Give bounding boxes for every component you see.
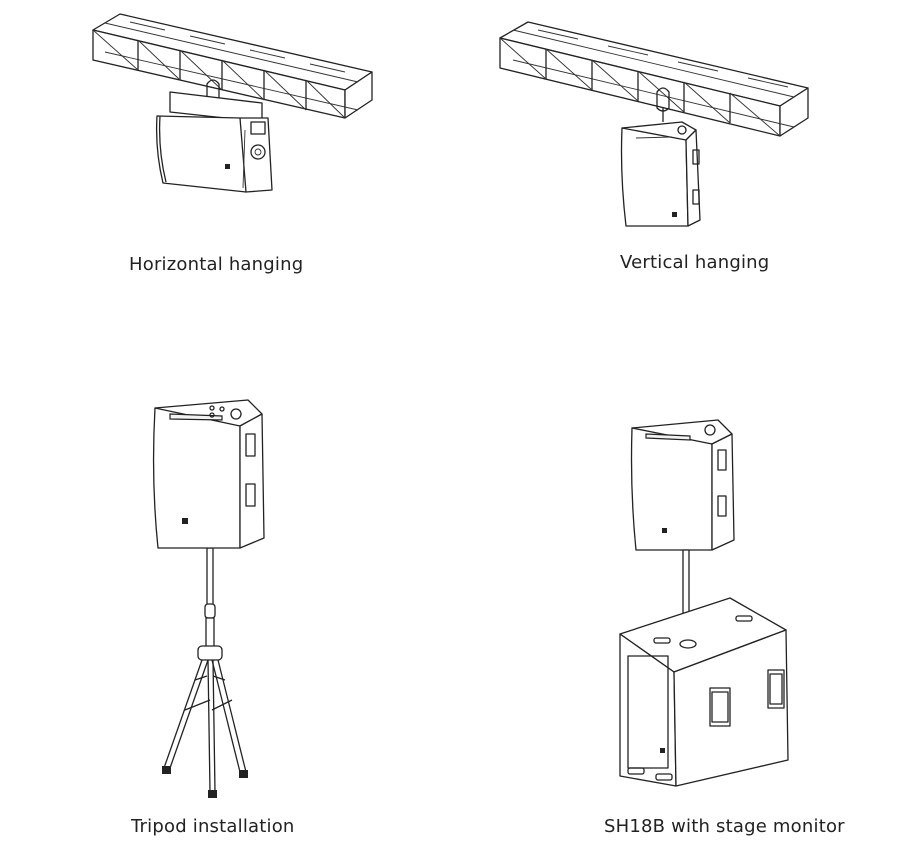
caption-vertical-hanging: Vertical hanging xyxy=(620,252,770,273)
speaker-on-pole xyxy=(630,419,735,551)
sh18b-subwoofer xyxy=(619,597,789,787)
horizontal-speaker xyxy=(155,115,273,193)
truss xyxy=(92,13,373,119)
truss-clamp xyxy=(656,87,670,122)
truss xyxy=(499,21,809,137)
caption-sub-with-stage-monitor: SH18B with stage monitor xyxy=(604,816,845,837)
vertical-speaker xyxy=(620,121,701,227)
speaker-on-tripod xyxy=(152,399,265,549)
tripod-installation-panel: Tripod installation xyxy=(0,380,450,861)
vertical-hanging-illustration xyxy=(499,21,809,227)
caption-tripod-installation: Tripod installation xyxy=(131,816,295,837)
caption-horizontal-hanging: Horizontal hanging xyxy=(129,254,304,275)
horizontal-hanging-illustration xyxy=(92,13,373,193)
vertical-hanging-panel: Vertical hanging xyxy=(450,0,900,300)
tripod-stand xyxy=(162,547,248,798)
sub-with-monitor-panel: SH18B with stage monitor xyxy=(450,380,900,861)
tripod-installation-illustration xyxy=(152,399,265,798)
horizontal-hanging-panel: Horizontal hanging xyxy=(0,0,450,300)
sub-with-monitor-illustration xyxy=(619,419,789,787)
